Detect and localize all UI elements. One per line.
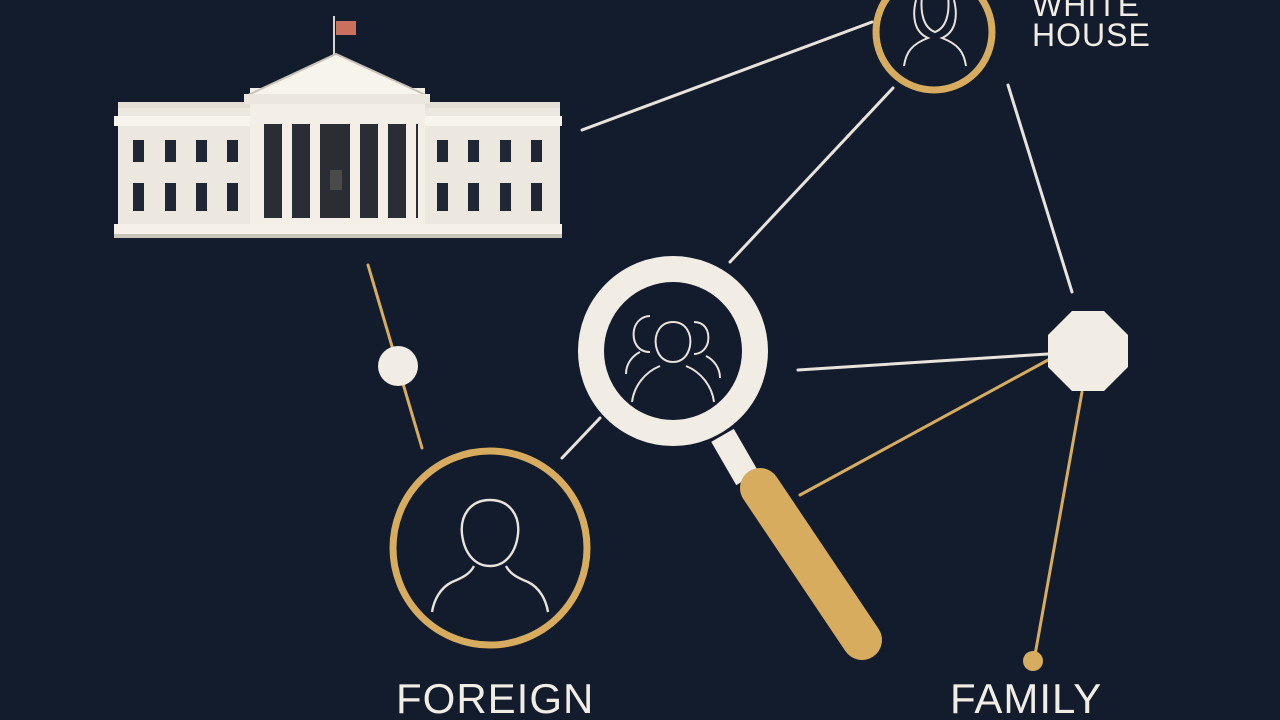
right-windows [437,140,542,211]
base-shadow [114,234,562,238]
family-dot [1023,651,1043,671]
flag-icon [336,21,356,35]
group-silhouette-icon [625,315,721,403]
magnifier-handle [740,468,882,660]
white-house-node [872,0,996,94]
connector-handle-hub [798,358,1050,497]
connector-building-whitehouse [580,20,874,132]
foreign-label: FOREIGN [396,675,595,720]
entablature [244,94,430,104]
hub-node [1048,311,1128,391]
person-silhouette-icon [430,498,550,613]
connector-magnifier-hub [796,352,1050,372]
entrance [330,170,342,190]
magnifier-ring [578,256,768,446]
pediment [245,52,429,97]
connector-whitehouse-hub [1006,83,1074,294]
connections [366,20,1084,657]
connector-foreign-magnifier [560,416,602,460]
magnifier-neck [711,428,759,486]
family-label: FAMILY [950,675,1103,720]
white-house-label-line2: HOUSE [1032,17,1151,53]
white-house-label: WHITE HOUSE [1032,0,1151,53]
small-node [378,346,418,386]
left-parapet [118,102,253,108]
white-house-building-icon [114,16,562,238]
magnifying-glass-icon [578,256,882,660]
left-wing [118,105,253,233]
right-wing [420,105,560,233]
left-windows [133,140,238,211]
person-silhouette-icon [903,0,967,67]
columns [254,122,416,220]
foreign-node [389,447,591,649]
white-house-label-line1: WHITE [1032,0,1141,23]
right-parapet [420,102,560,108]
connector-whitehouse-magnifier [728,86,895,264]
connector-hub-family [1033,390,1084,657]
